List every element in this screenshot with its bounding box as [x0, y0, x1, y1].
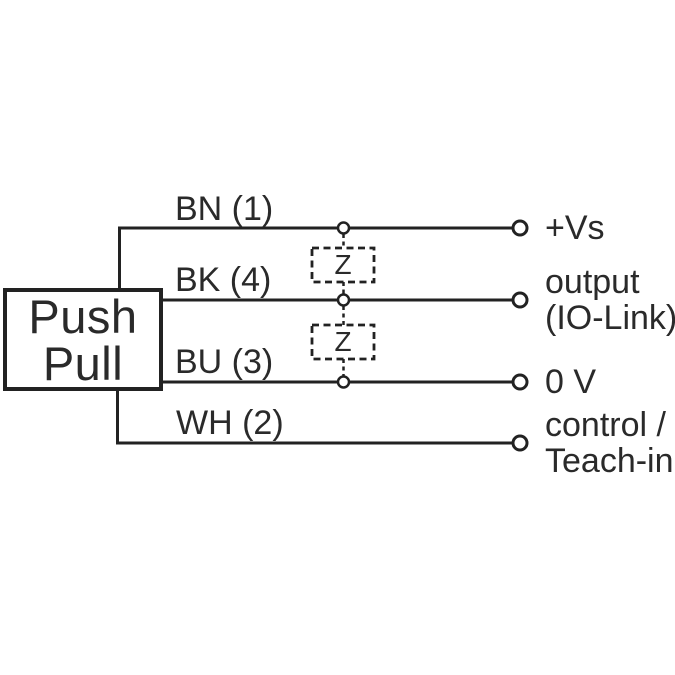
terminal-circle-bk — [511, 291, 529, 309]
terminal-label-vs: +Vs — [545, 210, 605, 246]
terminal-label-control-line1: control / — [545, 406, 666, 444]
terminal-label-output: output (IO-Link) — [545, 264, 675, 336]
junction-circle-bu — [336, 375, 351, 389]
device-label-line2: Pull — [42, 336, 124, 390]
zener-box-1 — [310, 246, 376, 284]
terminal-circle-bn — [511, 219, 529, 237]
zener-label-2: Z — [334, 326, 352, 357]
terminal-label-output-line2: (IO-Link) — [545, 299, 675, 337]
device-box: Push Pull — [3, 288, 163, 391]
wire-label-wh: WH (2) — [176, 404, 284, 442]
zener-box-2 — [310, 323, 376, 361]
wire-label-bu: BU (3) — [175, 343, 274, 381]
terminal-label-output-line1: output — [545, 263, 640, 301]
terminal-label-control: control / Teach-in — [545, 407, 674, 479]
junction-circle-bn — [336, 221, 351, 235]
wire-label-bk: BK (4) — [175, 261, 272, 299]
device-label-line1: Push — [28, 289, 138, 343]
junction-circle-bk — [336, 293, 351, 307]
wire-bn — [118, 226, 512, 290]
terminal-circle-wh — [511, 434, 529, 452]
wire-label-bn: BN (1) — [175, 190, 274, 228]
terminal-label-vs-line1: +Vs — [545, 209, 605, 247]
terminal-label-control-line2: Teach-in — [545, 442, 674, 480]
zener-label-1: Z — [334, 249, 352, 280]
terminal-circle-bu — [511, 373, 529, 391]
terminal-label-0v: 0 V — [545, 364, 596, 400]
terminal-label-0v-line1: 0 V — [545, 363, 597, 401]
wire-wh — [116, 389, 512, 445]
